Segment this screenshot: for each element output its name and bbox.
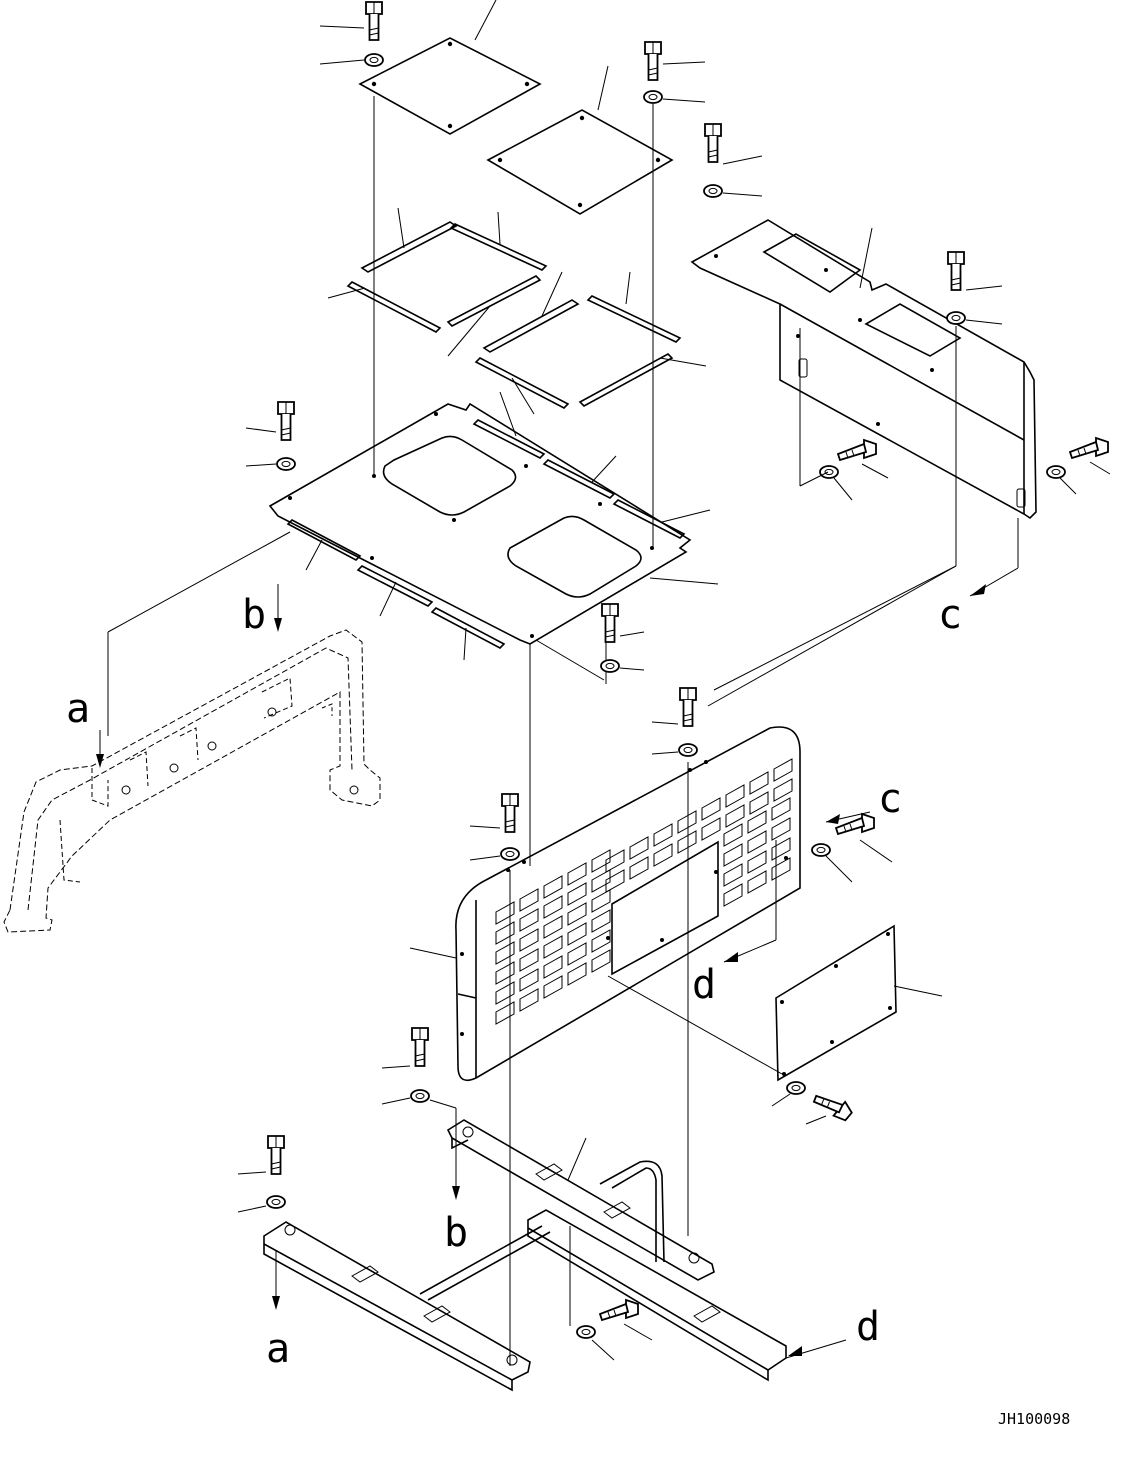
washer-icon: [643, 90, 663, 104]
bolt-icon: [835, 813, 875, 835]
bolt-icon: [365, 1, 383, 41]
bolt-icon: [267, 1135, 285, 1175]
washer-icon: [276, 457, 296, 471]
inspection-cover-plate: [775, 924, 943, 1082]
bolt-icon: [837, 439, 877, 461]
bolt-icon: [1069, 437, 1109, 459]
cab-frame: [3, 629, 381, 933]
label-c-2: c: [878, 776, 902, 822]
washer-icon: [678, 743, 698, 757]
washer-icon: [819, 465, 839, 479]
washer-icon: [576, 1325, 596, 1339]
label-d-2: d: [856, 1304, 880, 1350]
washer-icon: [364, 53, 384, 67]
washer-icon: [946, 311, 966, 325]
top-cover-plate-left: [358, 0, 542, 135]
bolt-icon: [501, 793, 519, 833]
side-cover-bracket: [690, 219, 1037, 520]
bolt-icon: [277, 401, 295, 441]
bolt-icon: [679, 687, 697, 727]
lower-support-frame: [263, 1119, 787, 1392]
washer-icon: [1046, 465, 1066, 479]
washer-icon: [703, 184, 723, 198]
bolt-icon: [601, 603, 619, 643]
label-d: d: [692, 962, 716, 1008]
washer-icon: [811, 843, 831, 857]
floor-plate: [268, 391, 719, 661]
label-b: b: [242, 592, 266, 638]
washer-icon: [600, 659, 620, 673]
top-cover-plate-right: [486, 65, 674, 215]
label-c: c: [938, 592, 962, 638]
bolt-icon: [411, 1027, 429, 1067]
drawing-number: JH100098: [998, 1410, 1070, 1428]
label-b-2: b: [444, 1210, 468, 1256]
seal-strips-right: [474, 271, 707, 415]
bolt-icon: [704, 123, 722, 163]
label-a-2: a: [266, 1326, 290, 1372]
washer-icon: [500, 847, 520, 861]
washer-icon: [786, 1081, 806, 1095]
washer-icon: [410, 1089, 430, 1103]
seal-strips-left: [327, 207, 548, 357]
bolt-icon: [947, 251, 965, 291]
rear-grille-panel: [409, 726, 801, 1082]
bolt-icon: [644, 41, 662, 81]
bolt-icon: [599, 1299, 639, 1321]
washer-icon: [266, 1195, 286, 1209]
label-a: a: [66, 686, 90, 732]
